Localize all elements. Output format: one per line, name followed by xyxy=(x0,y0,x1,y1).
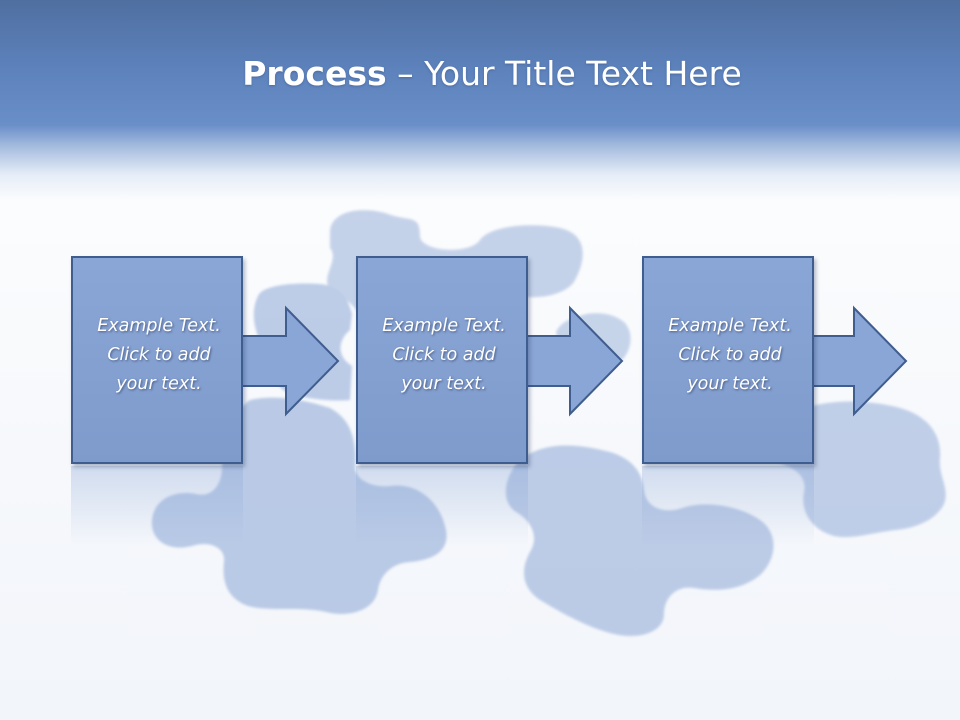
step-text[interactable]: Example Text. Click to add your text. xyxy=(73,312,245,399)
step-text[interactable]: Example Text. Click to add your text. xyxy=(644,312,816,399)
step-text-line-3: your text. xyxy=(687,374,773,394)
step-text-line-2: Click to add xyxy=(107,345,211,365)
step-box[interactable]: Example Text. Click to add your text. xyxy=(356,256,528,464)
process-arrow-1 xyxy=(235,305,346,422)
step-text-line-1: Example Text. xyxy=(97,316,221,336)
step-text-line-2: Click to add xyxy=(392,345,496,365)
step-reflection xyxy=(642,466,814,546)
step-reflection xyxy=(356,466,528,546)
process-arrow-3 xyxy=(803,305,914,422)
step-text-line-3: your text. xyxy=(401,374,487,394)
title-rest-text: – Your Title Text Here xyxy=(397,54,742,93)
title-band xyxy=(0,0,960,200)
process-arrow-2 xyxy=(519,305,630,422)
step-box[interactable]: Example Text. Click to add your text. xyxy=(71,256,243,464)
step-text[interactable]: Example Text. Click to add your text. xyxy=(358,312,530,399)
step-text-line-2: Click to add xyxy=(678,345,782,365)
step-box[interactable]: Example Text. Click to add your text. xyxy=(642,256,814,464)
step-text-line-1: Example Text. xyxy=(668,316,792,336)
puzzle-piece-center-right xyxy=(505,445,774,636)
step-text-line-3: your text. xyxy=(116,374,202,394)
step-reflection xyxy=(71,466,243,546)
slide-title[interactable]: Process – Your Title Text Here xyxy=(0,52,960,96)
title-bold-text: Process xyxy=(242,54,387,93)
step-text-line-1: Example Text. xyxy=(382,316,506,336)
